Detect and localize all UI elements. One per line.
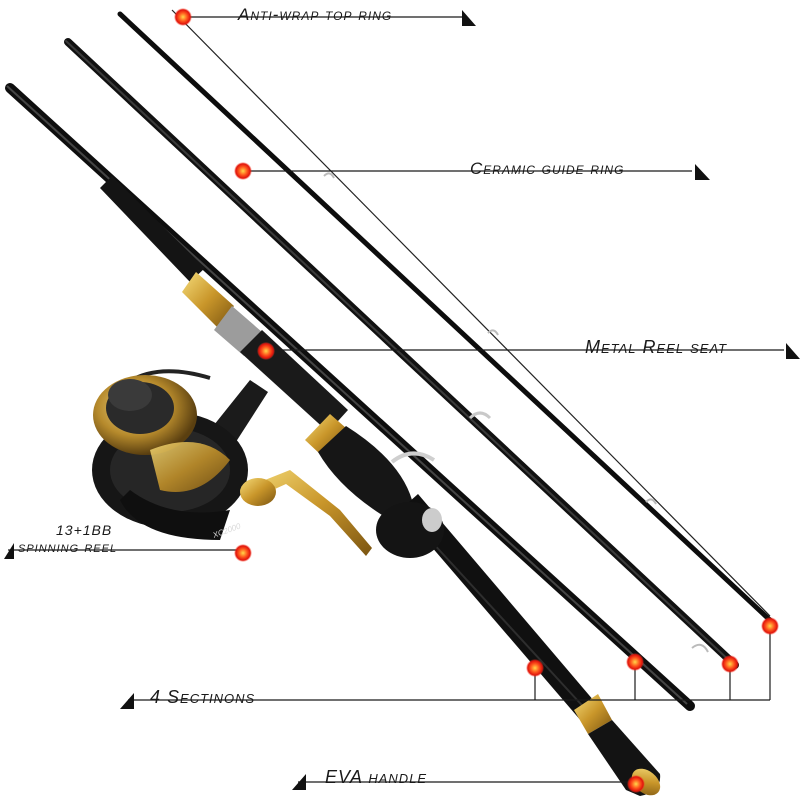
callout-sections: 4 Sectinons <box>150 687 256 707</box>
triangle-reel-seat <box>786 343 800 359</box>
callout-triangles <box>4 10 800 790</box>
callout-reel-seat: Metal Reel seat <box>585 337 728 357</box>
marker-section-2 <box>626 653 644 671</box>
rod-section-butt <box>100 176 661 796</box>
callout-top-ring: Anti-wrap top ring <box>238 5 393 24</box>
marker-section-3 <box>721 655 739 673</box>
callout-guide-ring: Ceramic guide ring <box>470 159 625 178</box>
marker-reel <box>234 544 252 562</box>
callout-reel-bearings: 13+1BB <box>56 522 113 538</box>
triangle-guide-ring <box>695 164 710 180</box>
callout-handle: EVA handle <box>325 767 428 787</box>
triangle-sections <box>120 693 134 709</box>
rod-section-tip <box>117 9 775 653</box>
marker-guide-ring <box>234 162 252 180</box>
rod-section-3 <box>64 38 739 669</box>
marker-reel-seat <box>257 342 275 360</box>
marker-handle <box>627 775 645 793</box>
callout-reel-type: spinning reel <box>18 539 118 556</box>
marker-section-4 <box>761 617 779 635</box>
marker-section-1 <box>526 659 544 677</box>
marker-top-ring <box>174 8 192 26</box>
triangle-top-ring <box>462 10 476 26</box>
triangle-reel <box>4 543 14 559</box>
triangle-handle <box>292 774 306 790</box>
callout-lines <box>8 16 784 783</box>
marker-dots <box>174 8 779 793</box>
